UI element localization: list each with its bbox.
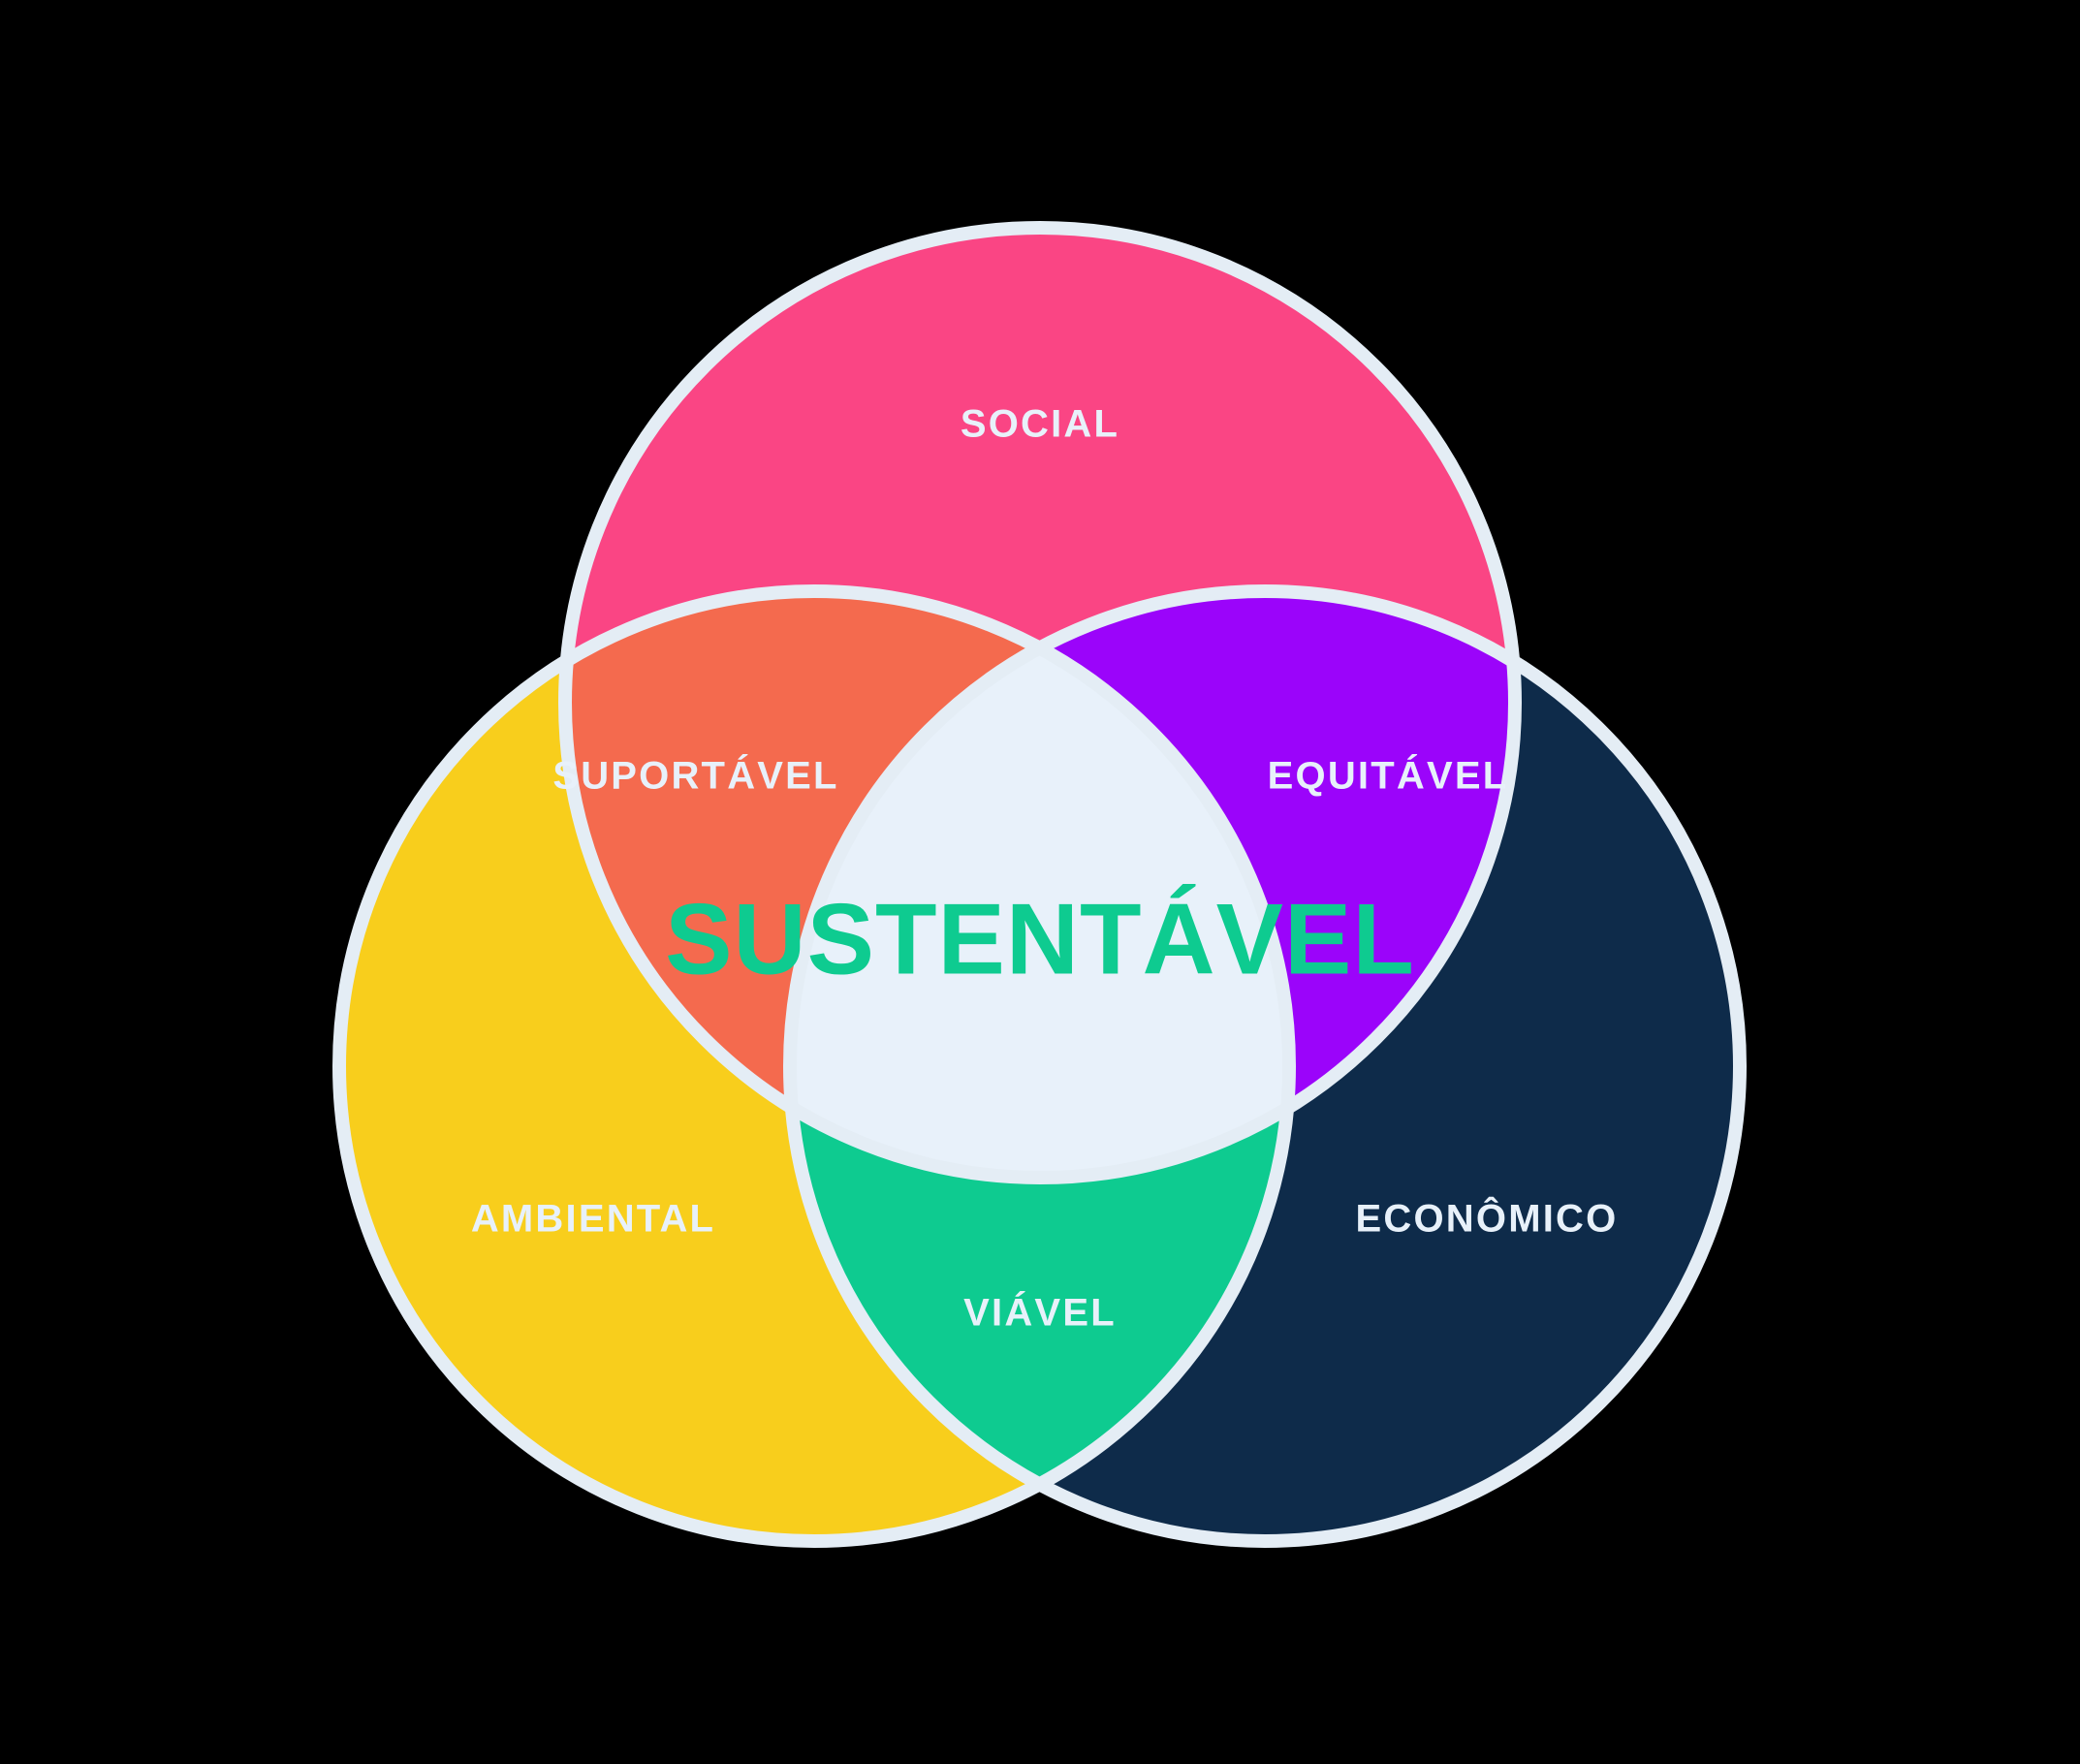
- label-economico: ECONÔMICO: [1356, 1196, 1619, 1241]
- label-equitavel: EQUITÁVEL: [1268, 754, 1509, 798]
- circle-ambiental-outline: [332, 584, 1296, 1548]
- label-suportavel: SUPORTÁVEL: [552, 754, 838, 798]
- label-viavel: VIÁVEL: [963, 1291, 1117, 1335]
- label-social: SOCIAL: [961, 403, 1119, 446]
- circle-social-outline: [558, 221, 1522, 1184]
- label-sustentavel-center: SUSTENTÁVEL: [665, 883, 1415, 995]
- circle-economico-outline: [783, 584, 1747, 1548]
- label-ambiental: AMBIENTAL: [471, 1198, 715, 1241]
